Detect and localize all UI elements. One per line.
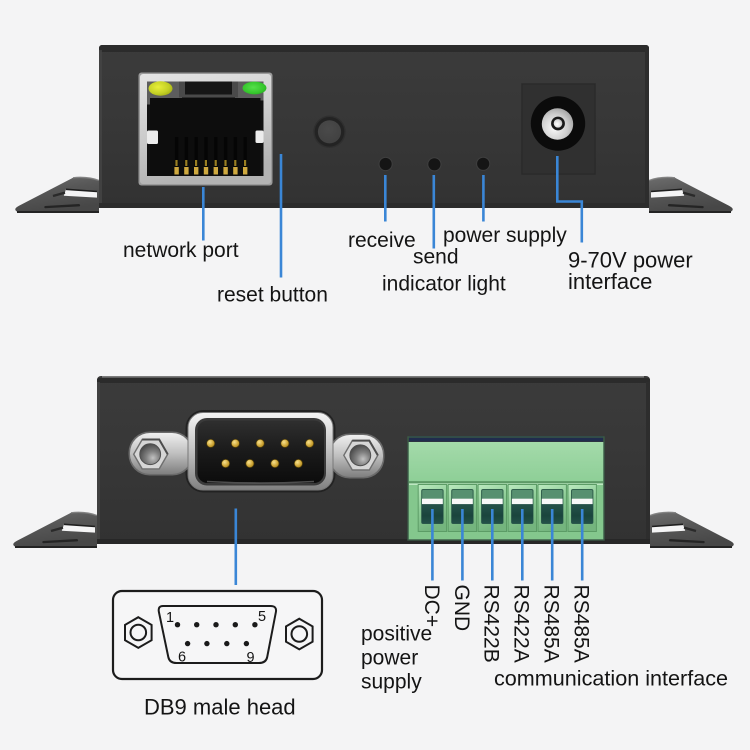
svg-text:6: 6 <box>178 650 186 666</box>
svg-text:power supply: power supply <box>443 224 567 247</box>
svg-text:network port: network port <box>123 239 239 262</box>
svg-text:RS485A: RS485A <box>540 585 563 663</box>
svg-text:1: 1 <box>166 610 174 626</box>
svg-text:RS485A: RS485A <box>570 585 593 663</box>
svg-text:9: 9 <box>247 650 255 666</box>
svg-text:GND: GND <box>450 585 473 632</box>
svg-text:communication interface: communication interface <box>494 666 728 691</box>
svg-text:5: 5 <box>258 609 266 625</box>
svg-text:9-70V power: 9-70V power <box>568 248 693 273</box>
svg-text:power: power <box>361 647 418 670</box>
svg-text:RS422A: RS422A <box>510 585 533 663</box>
svg-text:DC+: DC+ <box>420 585 443 628</box>
svg-text:reset button: reset button <box>217 284 328 307</box>
svg-text:supply: supply <box>361 671 422 694</box>
svg-text:indicator light: indicator light <box>382 273 506 296</box>
svg-text:receive: receive <box>348 229 416 252</box>
svg-text:RS422B: RS422B <box>480 585 503 663</box>
svg-text:send: send <box>413 246 459 269</box>
svg-text:interface: interface <box>568 269 652 294</box>
svg-text:DB9 male head: DB9 male head <box>144 695 296 720</box>
svg-text:positive: positive <box>361 623 432 646</box>
